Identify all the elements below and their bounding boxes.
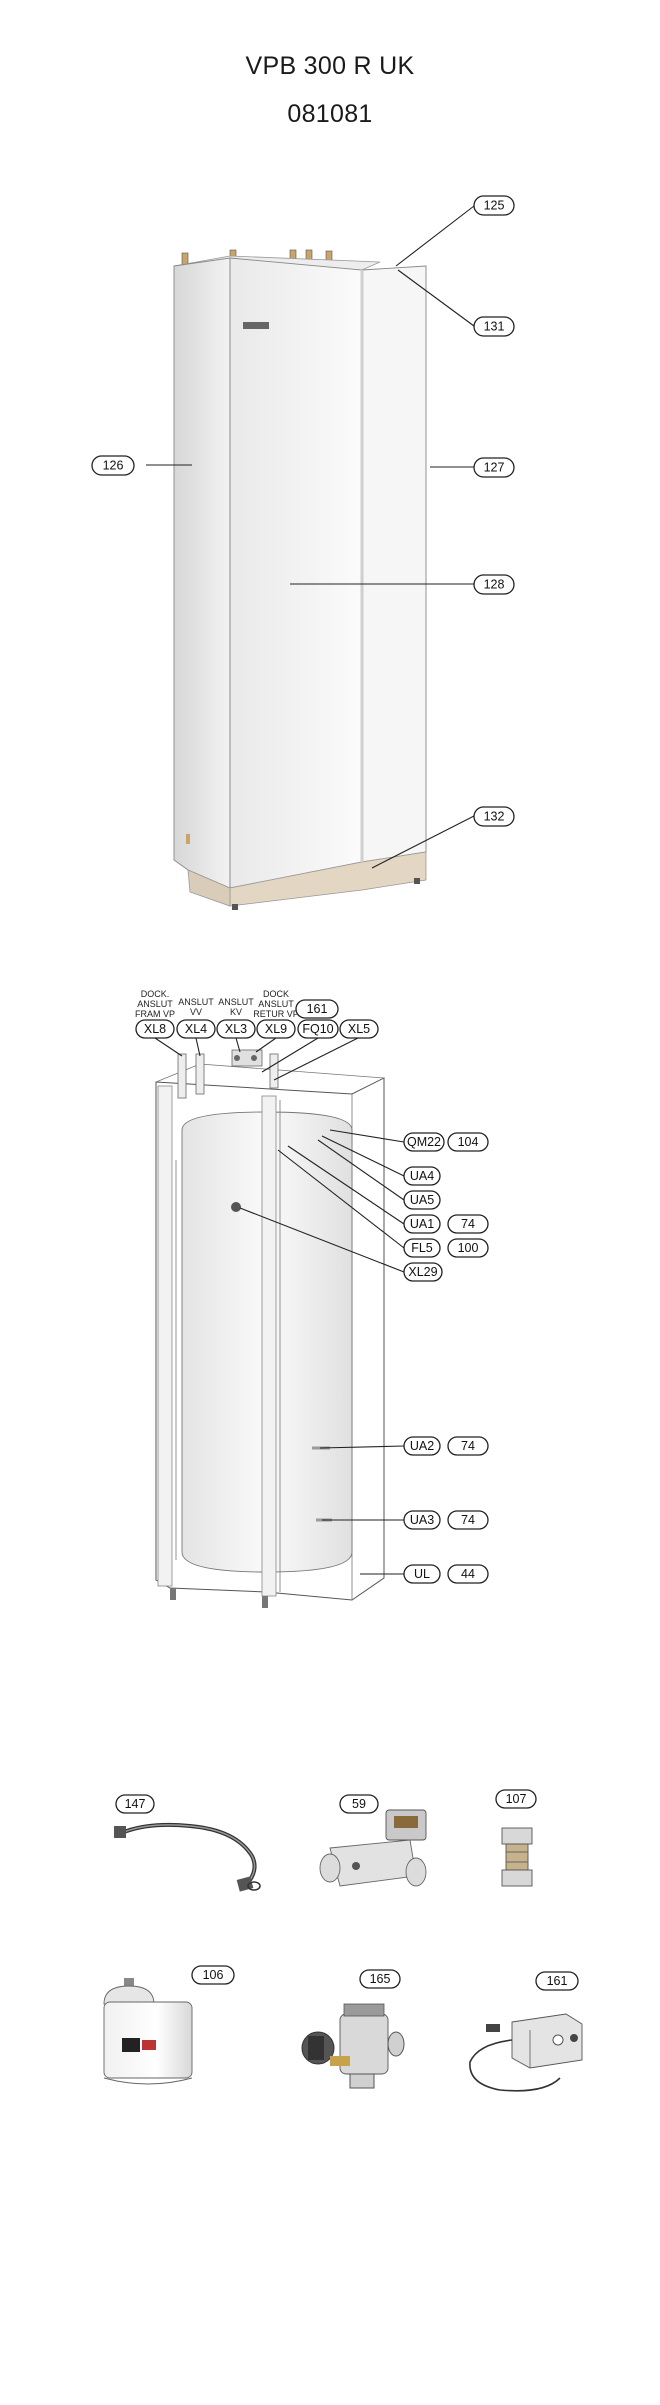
callout-59: 59 — [339, 1794, 379, 1814]
svg-text:FL5: FL5 — [411, 1241, 433, 1255]
svg-text:59: 59 — [352, 1797, 366, 1811]
svg-text:165: 165 — [370, 1972, 391, 1986]
svg-text:74: 74 — [461, 1217, 475, 1231]
callout-xl8: XL8 — [135, 1019, 175, 1039]
svg-text:DOCK: DOCK — [263, 989, 289, 999]
svg-text:DOCK.: DOCK. — [141, 989, 170, 999]
callout-ua5: UA5 — [403, 1190, 441, 1210]
label-anslut-vv: ANSLUT VV — [178, 997, 214, 1017]
svg-text:ANSLUT: ANSLUT — [137, 999, 173, 1009]
svg-text:161: 161 — [307, 1002, 328, 1016]
mixing-valve-drawing — [301, 2003, 405, 2089]
svg-text:UA3: UA3 — [410, 1513, 434, 1527]
svg-text:XL4: XL4 — [185, 1022, 207, 1036]
svg-text:131: 131 — [484, 320, 505, 334]
page-title: VPB 300 R UK — [245, 52, 415, 80]
callout-ua2: UA2 74 — [403, 1436, 489, 1456]
flex-hose-drawing — [114, 1822, 261, 1892]
svg-text:128: 128 — [484, 578, 505, 592]
unit-cabinet-drawing — [173, 249, 427, 910]
svg-text:74: 74 — [461, 1439, 475, 1453]
callout-125: 125 — [473, 195, 515, 216]
svg-text:104: 104 — [458, 1135, 479, 1149]
svg-text:74: 74 — [461, 1513, 475, 1527]
svg-text:XL3: XL3 — [225, 1022, 247, 1036]
callout-106: 106 — [191, 1965, 235, 1985]
callout-161-top: 161 — [295, 999, 339, 1019]
svg-text:XL9: XL9 — [265, 1022, 287, 1036]
callout-qm22: QM22 104 — [403, 1132, 489, 1152]
callout-ua3: UA3 74 — [403, 1510, 489, 1530]
sensor-box-drawing — [469, 2013, 583, 2092]
svg-text:UA5: UA5 — [410, 1193, 434, 1207]
svg-text:106: 106 — [203, 1968, 224, 1982]
callout-128: 128 — [473, 574, 515, 595]
svg-text:ANSLUT: ANSLUT — [218, 997, 254, 1007]
svg-text:FRAM VP: FRAM VP — [135, 1009, 175, 1019]
callout-161-accessory: 161 — [535, 1971, 579, 1991]
callout-xl5: XL5 — [339, 1019, 379, 1039]
svg-text:XL8: XL8 — [144, 1022, 166, 1036]
svg-text:ANSLUT: ANSLUT — [178, 997, 214, 1007]
svg-text:100: 100 — [458, 1241, 479, 1255]
callout-fq10: FQ10 — [297, 1019, 339, 1039]
svg-text:126: 126 — [103, 459, 124, 473]
label-dock-anslut-retur-vp: DOCK ANSLUT RETUR VP — [253, 989, 299, 1019]
expansion-vessel-drawing — [103, 1978, 193, 2085]
svg-text:UL: UL — [414, 1567, 430, 1581]
svg-text:127: 127 — [484, 461, 505, 475]
part-number: 081081 — [287, 100, 373, 128]
svg-text:XL29: XL29 — [408, 1265, 437, 1279]
callout-126: 126 — [91, 455, 135, 476]
svg-text:VV: VV — [190, 1007, 202, 1017]
callout-132: 132 — [473, 806, 515, 827]
solenoid-valve-drawing — [319, 1809, 427, 1887]
svg-text:ANSLUT: ANSLUT — [258, 999, 294, 1009]
svg-text:132: 132 — [484, 810, 505, 824]
callout-fl5: FL5 100 — [403, 1238, 489, 1258]
check-valve-drawing — [501, 1827, 533, 1887]
callout-ul: UL 44 — [403, 1564, 489, 1584]
svg-text:147: 147 — [125, 1797, 146, 1811]
callout-xl3: XL3 — [216, 1019, 256, 1039]
callout-xl9: XL9 — [256, 1019, 296, 1039]
svg-text:107: 107 — [506, 1792, 527, 1806]
callout-xl4: XL4 — [176, 1019, 216, 1039]
callout-ua4: UA4 — [403, 1166, 441, 1186]
callout-131: 131 — [473, 316, 515, 337]
svg-text:RETUR VP: RETUR VP — [253, 1009, 299, 1019]
svg-text:125: 125 — [484, 199, 505, 213]
svg-text:QM22: QM22 — [407, 1135, 441, 1149]
svg-text:44: 44 — [461, 1567, 475, 1581]
callout-147: 147 — [115, 1794, 155, 1814]
callout-127: 127 — [473, 457, 515, 478]
svg-text:UA4: UA4 — [410, 1169, 434, 1183]
label-anslut-kv: ANSLUT KV — [218, 997, 254, 1017]
svg-text:FQ10: FQ10 — [302, 1022, 333, 1036]
svg-text:UA2: UA2 — [410, 1439, 434, 1453]
callout-107: 107 — [495, 1789, 537, 1809]
svg-text:XL5: XL5 — [348, 1022, 370, 1036]
svg-text:161: 161 — [547, 1974, 568, 1988]
label-dock-anslut-fram-vp: DOCK. ANSLUT FRAM VP — [135, 989, 175, 1019]
svg-text:UA1: UA1 — [410, 1217, 434, 1231]
tank-cutaway-drawing — [155, 1049, 385, 1608]
callout-ua1: UA1 74 — [403, 1214, 489, 1234]
callout-xl29: XL29 — [403, 1262, 443, 1282]
callout-165: 165 — [359, 1969, 401, 1989]
svg-text:KV: KV — [230, 1007, 242, 1017]
